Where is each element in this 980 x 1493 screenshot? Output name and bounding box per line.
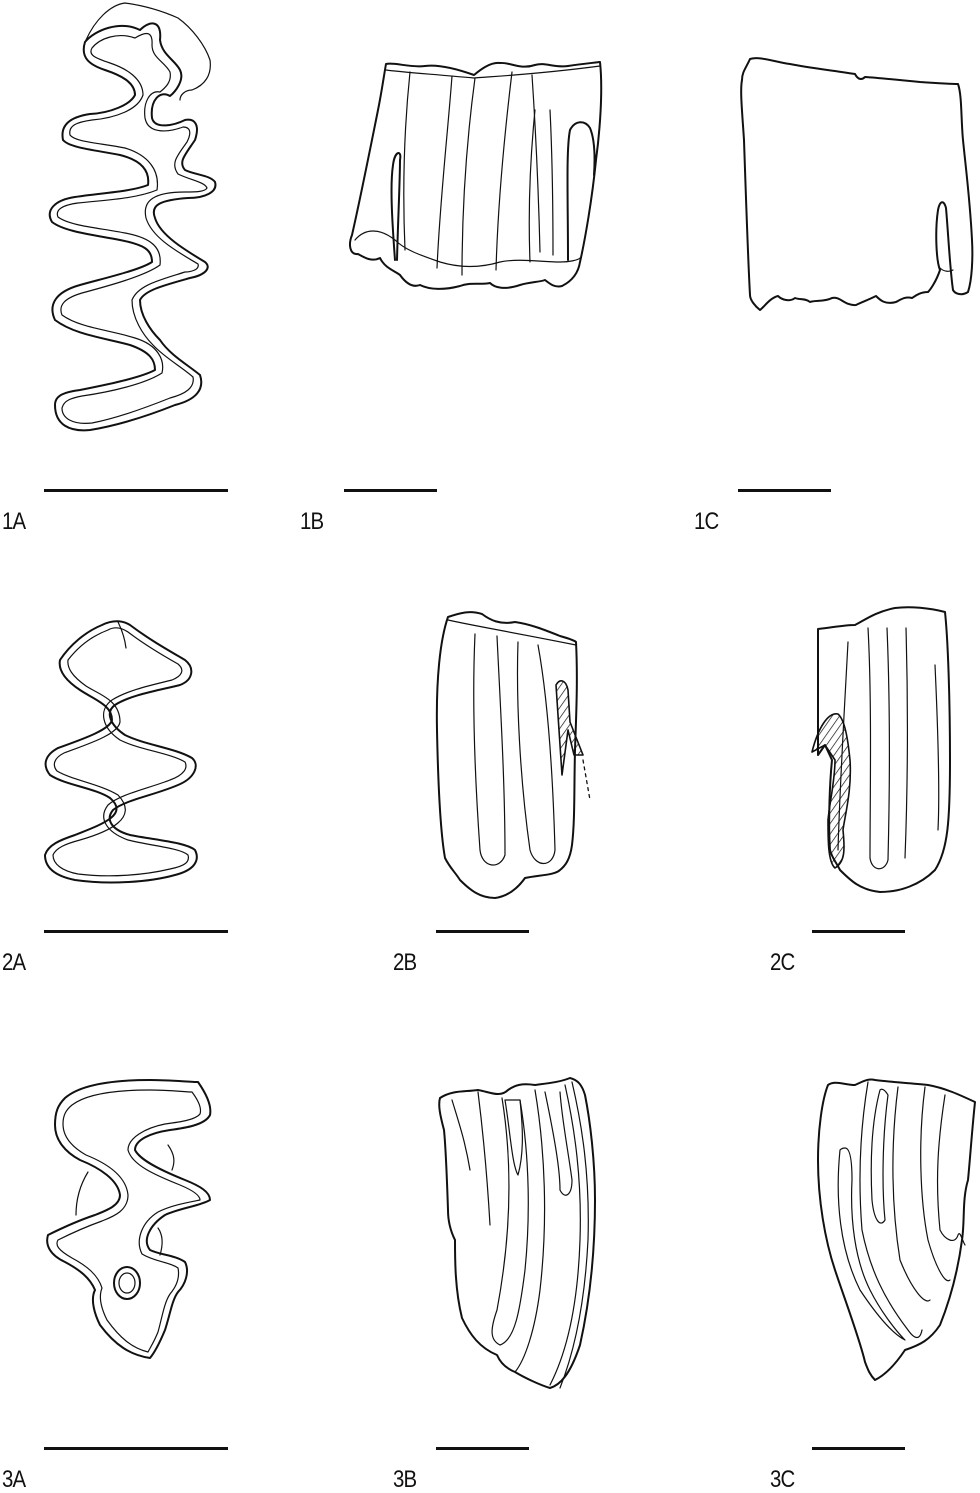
specimen-3b-lateral-drawing <box>438 1077 596 1389</box>
panel-label-2b: 2B <box>393 949 417 976</box>
specimen-1c-lateral-drawing <box>740 57 974 311</box>
scale-bar-1a <box>44 489 228 492</box>
specimen-2a-occlusal-drawing <box>44 620 198 884</box>
scale-bar-2b <box>436 930 529 933</box>
panel-label-2a: 2A <box>2 949 26 976</box>
scale-bar-3c <box>812 1447 905 1450</box>
panel-label-3a: 3A <box>2 1466 26 1493</box>
scale-bar-1b <box>344 489 437 492</box>
panel-label-1b: 1B <box>300 508 324 535</box>
specimen-3c-lateral-drawing <box>817 1078 976 1381</box>
panel-label-3b: 3B <box>393 1466 417 1493</box>
specimen-1b-lateral-drawing <box>349 61 603 290</box>
panel-label-3c: 3C <box>770 1466 795 1493</box>
specimen-2c-lateral-drawing <box>811 606 951 893</box>
panel-label-1a: 1A <box>2 508 26 535</box>
panel-label-2c: 2C <box>770 949 795 976</box>
panel-label-1c: 1C <box>694 508 719 535</box>
specimen-3a-occlusal-drawing <box>46 1079 212 1359</box>
scale-bar-2a <box>44 930 228 933</box>
scale-bar-2c <box>812 930 905 933</box>
scale-bar-3b <box>436 1447 529 1450</box>
specimen-2b-lateral-drawing <box>435 611 591 899</box>
scale-bar-1c <box>738 489 831 492</box>
scale-bar-3a <box>44 1447 228 1450</box>
specimen-1a-occlusal-drawing <box>48 2 217 432</box>
